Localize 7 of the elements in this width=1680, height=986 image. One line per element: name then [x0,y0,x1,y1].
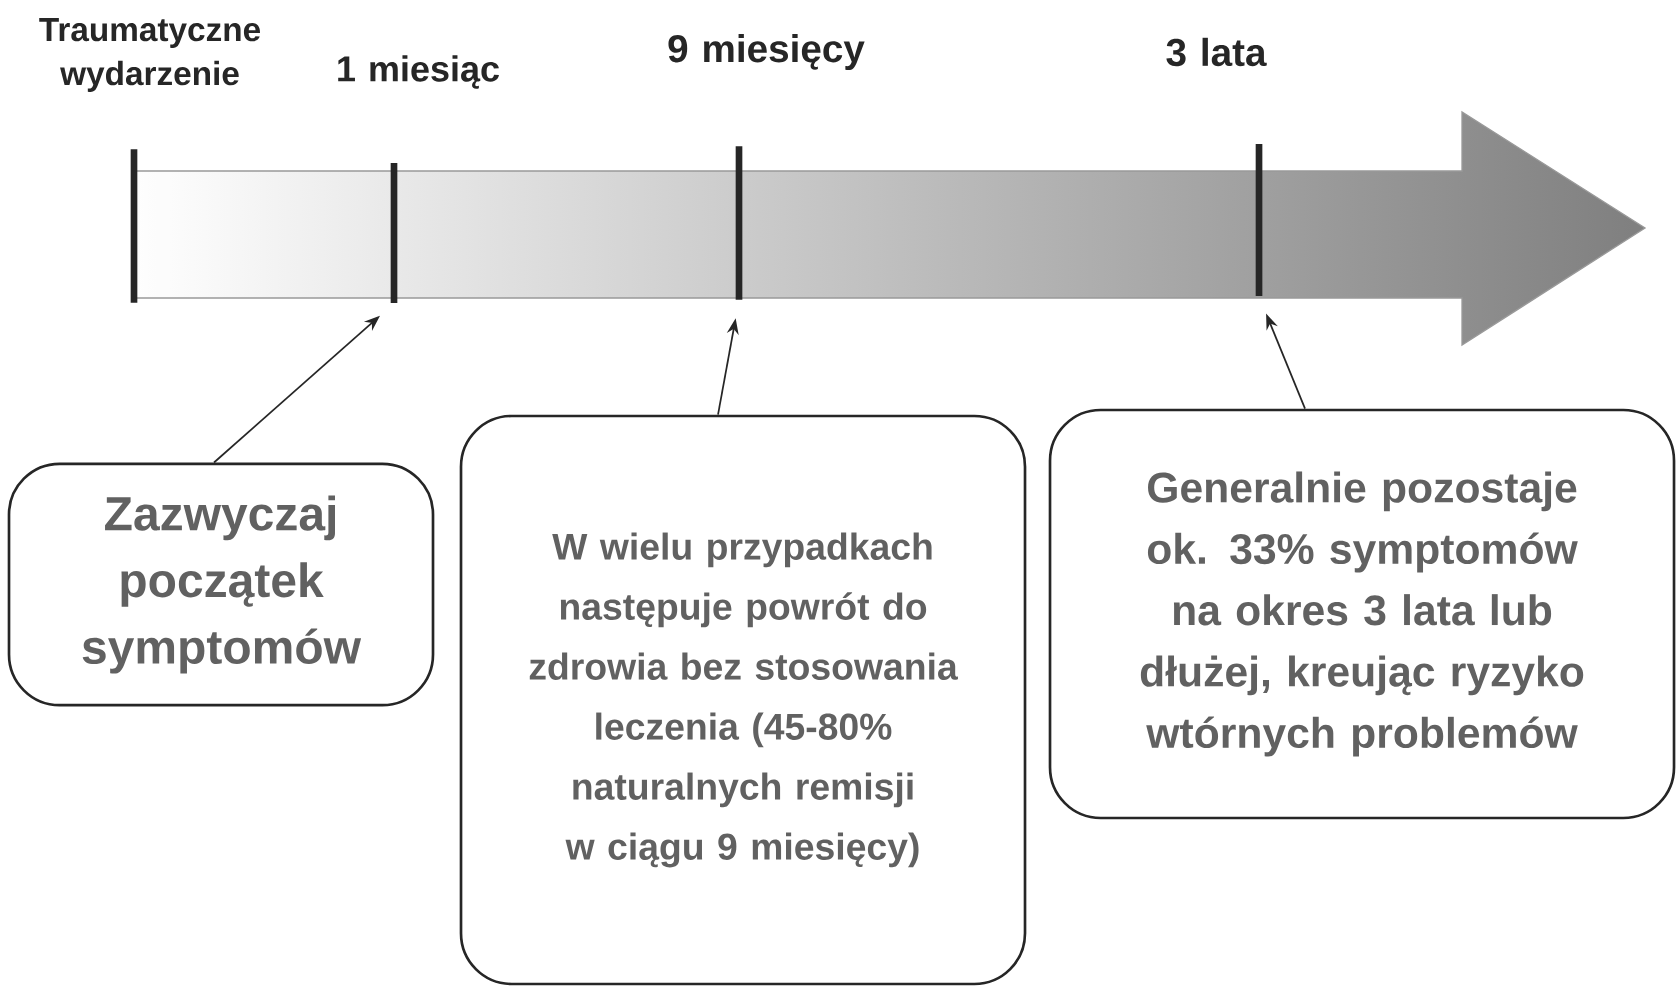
tick-label: 3 lata [1166,37,1267,67]
tick-label: 9 miesięcy [668,34,865,71]
callout-box: Generalnie pozostaje ok. 33% symptomów na okres 3 lata lub dłużej, kreując ryzyko wtórnych problemów [1048,408,1676,820]
callout-box: W wielu przypadkach następuje powrót do zdrowia bez stosowania leczenia (45-80% naturalnych remisji w ciągu 9 miesięcy) [459,414,1027,986]
tick-label: Traumatyczne wydarzenie [39,18,260,92]
tick-label: 1 miesiąc [338,55,499,89]
callout-box: Zazwyczaj początek symptomów [7,462,435,707]
